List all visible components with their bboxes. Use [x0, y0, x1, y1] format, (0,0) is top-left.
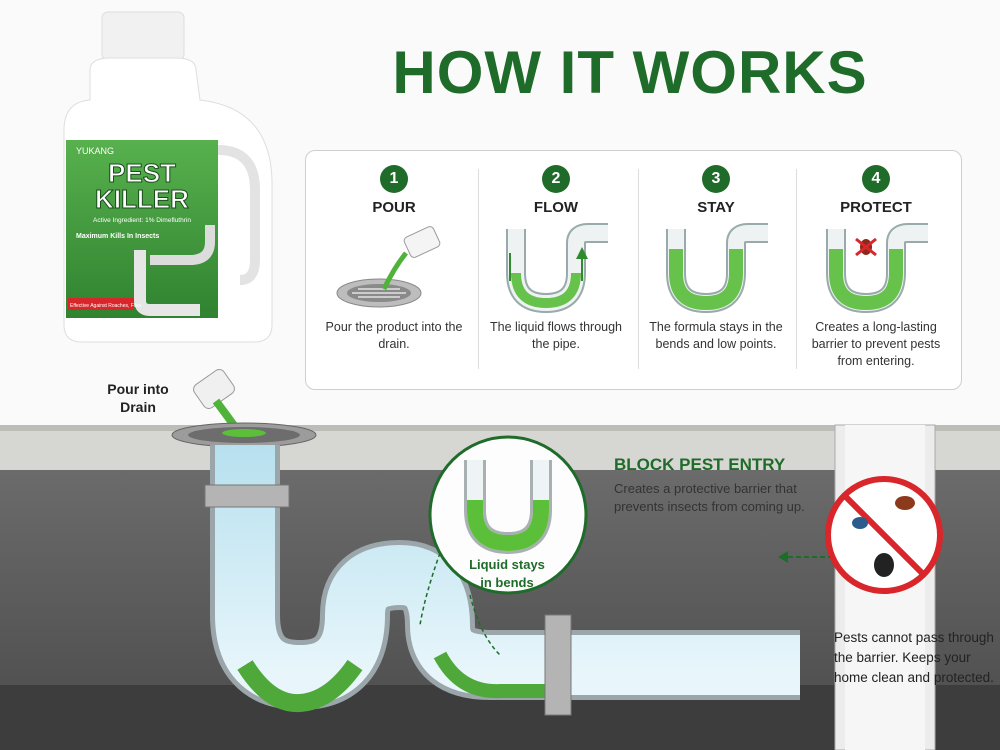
step-description: Pour the product into the drain.: [325, 320, 463, 351]
step-number: 2: [542, 165, 570, 193]
drain-cross-section: [0, 369, 1000, 750]
product-bottle-image: YUKANG PEST KILLER Active Ingredient: 1%…: [63, 11, 273, 343]
pests-cannot-pass-text: Pests cannot pass through the barrier. K…: [834, 630, 994, 685]
product-tagline-text: Maximum Kills In Insects: [76, 233, 159, 240]
steps-panel: 1 POUR Pour the product into the drain. …: [305, 150, 962, 390]
step-name: PROTECT: [840, 199, 912, 216]
step-pour: 1 POUR Pour the product into the drain.: [314, 151, 474, 389]
pipe-flow-icon: [506, 223, 608, 313]
page-title: HOW IT WORKS: [392, 39, 868, 106]
step-stay: 3 STAY The formula stays in the bends an…: [636, 151, 796, 389]
step-flow: 2 FLOW The liquid flows through the pipe…: [476, 151, 636, 389]
step-protect: 4 PROTECT Creates a long-lasting barrier…: [796, 151, 956, 389]
step-divider: [638, 169, 639, 369]
step-name: FLOW: [533, 199, 579, 216]
product-brand-text: YUKANG: [76, 146, 114, 156]
step-number: 3: [702, 165, 730, 193]
step-description: Creates a long-lasting barrier to preven…: [811, 320, 941, 368]
step-divider: [478, 169, 479, 369]
block-pest-entry-description: Creates a protective barrier that preven…: [614, 481, 805, 514]
liquid-stays-label: Liquid stays in bends: [469, 557, 545, 590]
step-description: The liquid flows through the pipe.: [489, 320, 623, 351]
pour-drain-icon: [336, 226, 441, 308]
product-name-line2: KILLER: [95, 184, 189, 214]
step-number: 4: [862, 165, 890, 193]
product-ingredient-text: Active Ingredient: 1% Dimefluthrin: [93, 217, 191, 224]
product-badge-text: Effective Against Roaches, Flies: [70, 303, 142, 309]
step-number: 1: [380, 165, 408, 193]
product-name-line1: PEST: [108, 158, 176, 188]
pipe-protect-icon: [826, 223, 928, 313]
pour-into-drain-label: Pour into Drain: [107, 381, 169, 415]
step-divider: [796, 169, 797, 369]
block-pest-entry-title: BLOCK PEST ENTRY: [614, 455, 786, 474]
step-description: The formula stays in the bends and low p…: [649, 320, 783, 351]
step-name: POUR: [372, 199, 416, 216]
pipe-stay-icon: [666, 223, 768, 313]
step-name: STAY: [697, 199, 735, 216]
